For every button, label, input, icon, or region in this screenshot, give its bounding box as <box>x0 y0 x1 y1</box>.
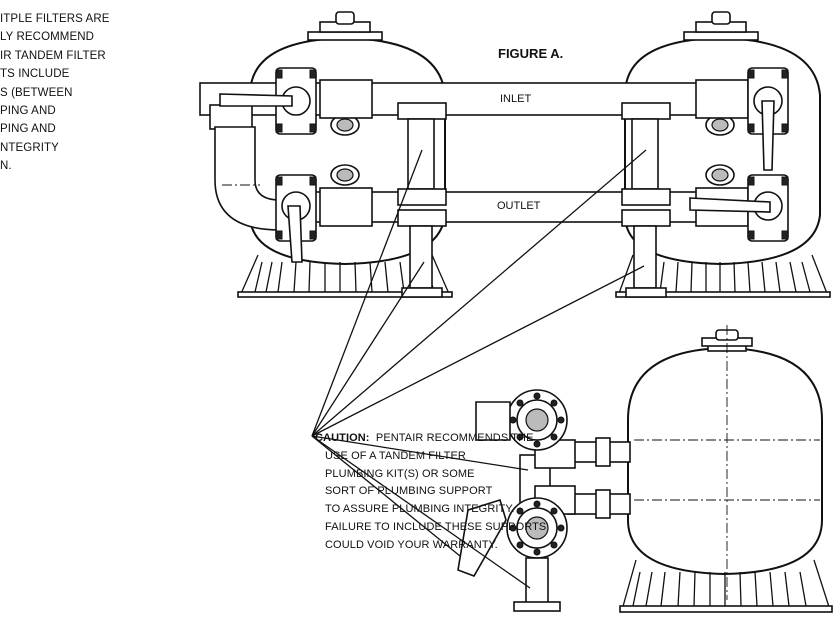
caution-line: PLUMBING KIT(S) OR SOME <box>325 467 475 480</box>
left-note-line: ITPLE FILTERS ARE <box>0 13 110 25</box>
caution-line: COULD VOID YOUR WARRANTY. <box>325 538 498 551</box>
outlet-label: OUTLET <box>497 200 541 212</box>
left-note-text: ITPLE FILTERS ARE LY RECOMMEND IR TANDEM… <box>0 10 180 176</box>
left-note-line: LY RECOMMEND <box>0 31 95 44</box>
caution-heading: CAUTION: <box>315 432 370 444</box>
caution-note: CAUTION: PENTAIR RECOMMENDS THE USE OF A… <box>315 430 546 555</box>
figure-title: FIGURE A. <box>498 46 564 61</box>
caution-callout-lines <box>311 149 647 589</box>
right-filter-tank <box>615 11 831 298</box>
inlet-label: INLET <box>500 93 532 105</box>
left-note-line: PING AND <box>0 104 56 117</box>
side-view-filter-tank <box>567 325 833 613</box>
right-top-valve <box>747 67 789 171</box>
left-note-line: S (BETWEEN <box>0 86 73 99</box>
left-note-line: NTEGRITY <box>0 141 59 154</box>
caution-line: PENTAIR RECOMMENDS THE <box>375 432 534 444</box>
caution-line: SORT OF PLUMBING SUPPORT <box>325 485 493 498</box>
right-plumbing-support <box>621 102 671 298</box>
left-bottom-valve <box>275 174 317 263</box>
right-bottom-valve <box>689 174 789 242</box>
left-note-line: IR TANDEM FILTER <box>0 49 106 62</box>
side-view-valve-assembly <box>457 389 576 612</box>
left-note-line: PING AND <box>0 123 56 136</box>
caution-line: USE OF A TANDEM FILTER <box>325 449 466 462</box>
left-vertical-pipe <box>214 126 281 231</box>
left-note-line: TS INCLUDE <box>0 68 70 81</box>
caution-line: FAILURE TO INCLUDE THESE SUPPORTS <box>325 521 547 534</box>
left-plumbing-support <box>397 102 447 298</box>
outlet-header-pipe <box>309 187 749 227</box>
left-note-line: N. <box>0 160 12 173</box>
left-filter-tank <box>237 11 453 298</box>
caution-line: TO ASSURE PLUMBING INTEGRITY. <box>325 503 515 516</box>
left-top-valve <box>219 67 317 135</box>
